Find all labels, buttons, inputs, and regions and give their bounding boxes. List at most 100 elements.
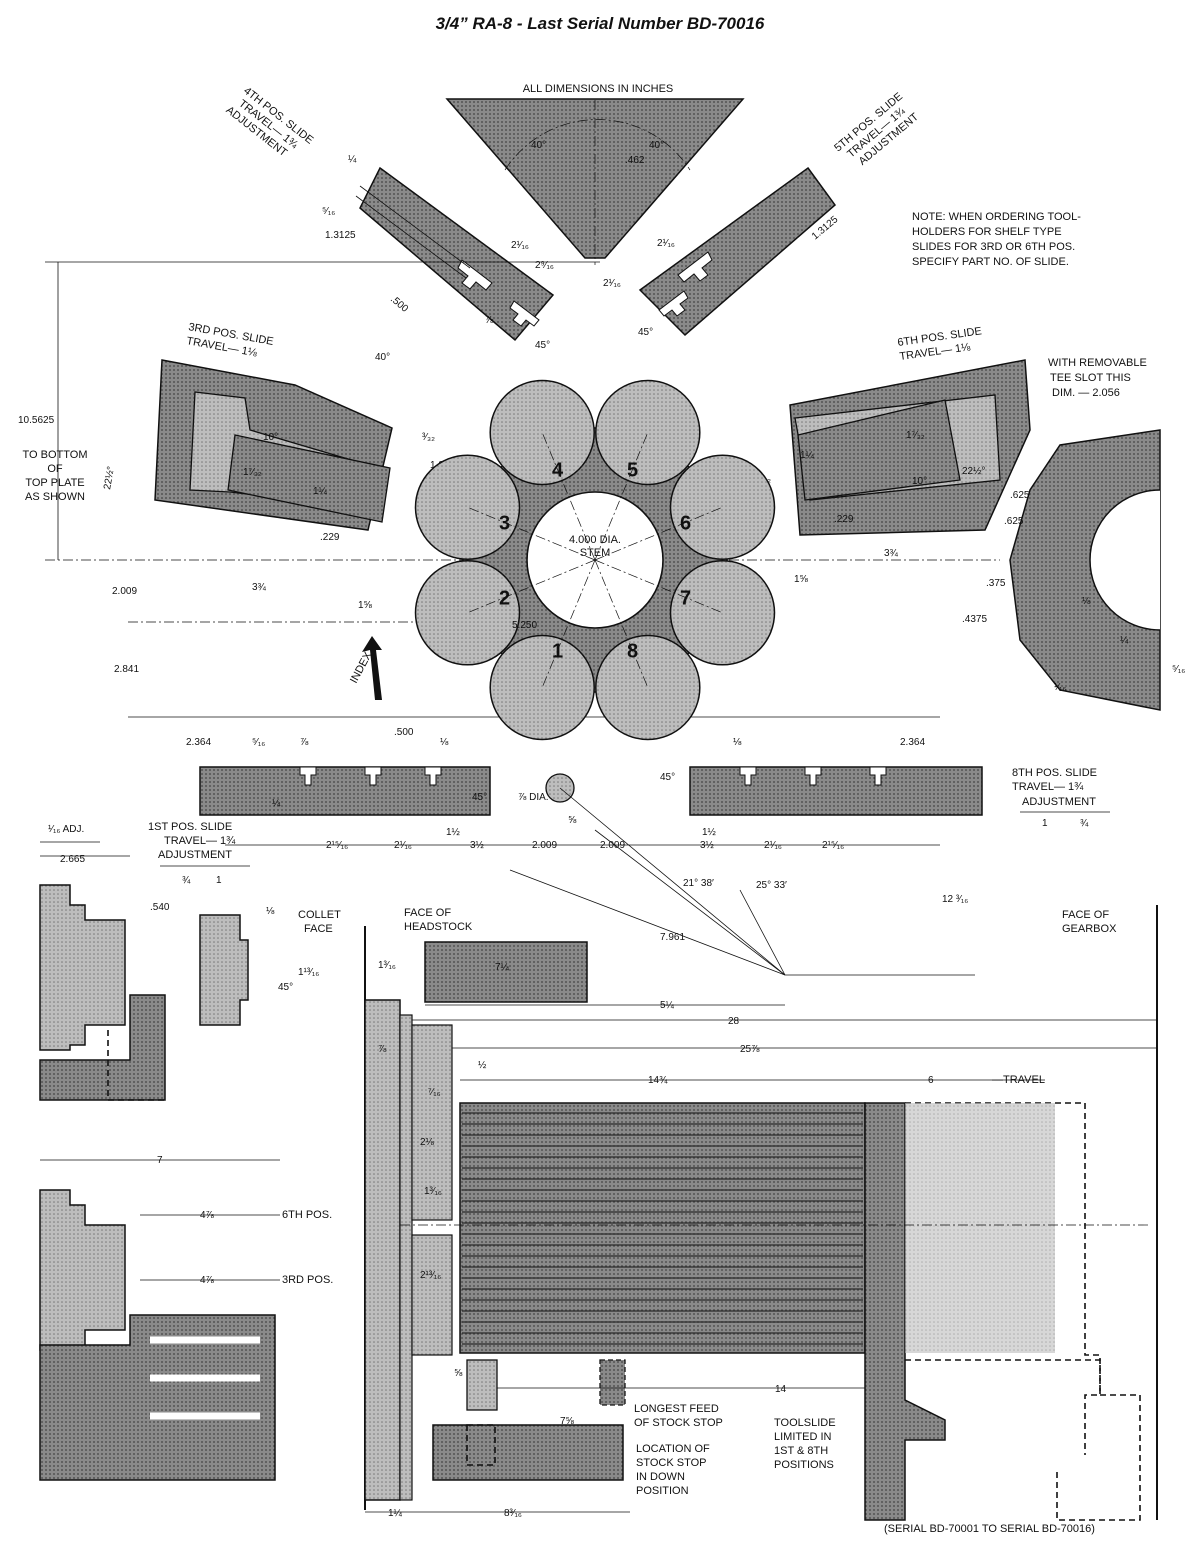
dim-4375: .4375 — [962, 614, 987, 625]
dim-11316: 1¹³⁄₁₆ — [298, 967, 319, 978]
dim-12316: 12 ³⁄₁₆ — [942, 894, 968, 905]
dim-1434: 14¾ — [648, 1075, 668, 1086]
dim-58-center: ⅝ — [568, 815, 577, 826]
dim-516-4th: ⁵⁄₁₆ — [322, 206, 335, 217]
dim-10-right: 10° — [912, 476, 927, 487]
svg-text:HOLDERS FOR SHELF TYPE: HOLDERS FOR SHELF TYPE — [912, 226, 1062, 238]
position-number: 6 — [680, 513, 691, 535]
dim-10-left: 10° — [263, 432, 278, 443]
dim-40-right: 40° — [649, 140, 664, 151]
svg-text:POSITIONS: POSITIONS — [774, 1459, 834, 1471]
dim-114: 1¼ — [388, 1507, 403, 1519]
dim-7961: 7.961 — [660, 932, 685, 943]
dim-13125-left: 1.3125 — [325, 230, 356, 241]
slide-1st-position — [199, 766, 491, 816]
svg-text:FACE OF: FACE OF — [1062, 909, 1109, 921]
dim-625-a: .625 — [1010, 490, 1030, 501]
position-centerline — [594, 559, 723, 614]
dim-2364-left: 2.364 — [186, 737, 211, 748]
label-slide-5th: 5TH POS. SLIDE TRAVEL— 1¾ ADJUSTMENT — [832, 90, 921, 167]
svg-text:8TH POS. SLIDE: 8TH POS. SLIDE — [1012, 767, 1097, 779]
svg-text:COLLET: COLLET — [298, 909, 341, 921]
position-centerline — [541, 559, 596, 688]
svg-text:TRAVEL— 1¾: TRAVEL— 1¾ — [164, 835, 236, 847]
dim-514: 5¼ — [660, 999, 675, 1011]
label-slide-6th: 6TH POS. SLIDE TRAVEL— 1⅛ — [897, 325, 983, 363]
svg-text:FACE OF: FACE OF — [404, 907, 451, 919]
svg-text:WITH REMOVABLE: WITH REMOVABLE — [1048, 357, 1147, 369]
dim-45-left: 45° — [535, 340, 550, 351]
position-centerline — [467, 559, 596, 614]
dim-58-side: ⅝ — [454, 1368, 463, 1379]
svg-text:IN DOWN: IN DOWN — [636, 1471, 685, 1483]
svg-text:1ST & 8TH: 1ST & 8TH — [774, 1445, 828, 1457]
tool-position-circle — [414, 454, 521, 560]
svg-text:TRAVEL— 1¾: TRAVEL— 1¾ — [1012, 781, 1084, 793]
label-face-headstock: FACE OF HEADSTOCK — [404, 907, 473, 933]
label-index: INDEX — [348, 650, 375, 686]
dim-45-right: 45° — [638, 327, 653, 338]
position-number: 4 — [552, 460, 564, 482]
dim-375: .375 — [986, 578, 1006, 589]
svg-text:STEM: STEM — [580, 547, 611, 559]
dim-14: 14 — [775, 1384, 787, 1395]
svg-text:POSITION: POSITION — [636, 1485, 689, 1497]
dim-5250: 5.250 — [512, 620, 537, 631]
position-number: 3 — [499, 513, 510, 535]
svg-text:LONGEST FEED: LONGEST FEED — [634, 1403, 719, 1415]
dim-462: .462 — [625, 155, 645, 166]
slide-4th-position — [355, 166, 555, 342]
position-number: 2 — [499, 588, 510, 610]
dim-45-1st: 45° — [472, 792, 487, 803]
slide-3rd-position — [154, 359, 393, 531]
dim-332-left: ³⁄₃₂ — [422, 432, 435, 443]
dim-334-right: 3¾ — [884, 548, 899, 559]
dim-2916: 2⁹⁄₁₆ — [535, 260, 554, 271]
label-collet-face: COLLET FACE — [298, 909, 341, 935]
slide-6th-position — [789, 359, 1031, 536]
svg-text:SLIDES FOR 3RD OR 6TH POS.: SLIDES FOR 3RD OR 6TH POS. — [912, 241, 1075, 253]
dim-1732-right: 1⁷⁄₃₂ — [906, 430, 925, 441]
position-number: 1 — [552, 641, 563, 663]
dim-78-dia: ⅞ DIA. — [518, 792, 549, 803]
dim-quarter-gear: ¼ — [1120, 634, 1129, 646]
label-slide-3rd: 3RD POS. SLIDE TRAVEL— 1⅛ — [185, 321, 274, 359]
collet-view-upper — [39, 884, 166, 1101]
dim-2665: 2.665 — [60, 854, 85, 865]
dim-21316: 2¹³⁄₁₆ — [420, 1270, 441, 1281]
svg-text:HEADSTOCK: HEADSTOCK — [404, 921, 473, 933]
note-removable-tee-slot: WITH REMOVABLE TEE SLOT THIS DIM. — 2.05… — [1048, 357, 1147, 399]
dim-8316: 8³⁄₁₆ — [504, 1508, 522, 1519]
dim-12: ½ — [478, 1060, 487, 1071]
dim-2841: 2.841 — [114, 664, 139, 675]
position-number: 5 — [627, 460, 638, 482]
angle-lines — [509, 787, 975, 976]
dim-516-1st: ⁵⁄₁₆ — [252, 737, 265, 748]
position-centerline — [467, 506, 596, 561]
dim-1-8th: 1 — [1042, 818, 1048, 829]
headstock-body — [364, 999, 453, 1501]
label-toolslide-limited: TOOLSLIDE LIMITED IN 1ST & 8TH POSITIONS — [774, 1417, 836, 1471]
dim-40-3rd: 40° — [375, 352, 390, 363]
dim-2116-1st: 2¹⁄₁₆ — [394, 840, 412, 851]
label-longest-feed: LONGEST FEED OF STOCK STOP — [634, 1403, 723, 1429]
dim-758: 7⅝ — [560, 1416, 575, 1427]
dim-478-6th: 4⅞ — [200, 1210, 215, 1221]
position-centerline — [594, 432, 649, 561]
position-centerline — [541, 432, 596, 561]
dim-2578: 25⅞ — [740, 1044, 760, 1055]
svg-text:OF: OF — [47, 463, 63, 475]
label-slide-8th: 8TH POS. SLIDE TRAVEL— 1¾ ADJUSTMENT — [1012, 767, 1097, 808]
dim-312-left: 3½ — [470, 840, 485, 851]
dim-34-1st: ¾ — [182, 875, 191, 886]
svg-text:OF STOCK STOP: OF STOCK STOP — [634, 1417, 723, 1429]
tool-position-circle — [489, 634, 595, 741]
svg-text:AS SHOWN: AS SHOWN — [25, 491, 85, 503]
dim-334-left: 3¾ — [252, 582, 267, 593]
dim-312-right: 3½ — [700, 840, 715, 851]
note-all-dimensions: ALL DIMENSIONS IN INCHES — [523, 83, 674, 95]
tool-position-circle — [489, 379, 595, 486]
tool-slide-block — [864, 1102, 1141, 1521]
tool-position-circle — [595, 634, 701, 741]
